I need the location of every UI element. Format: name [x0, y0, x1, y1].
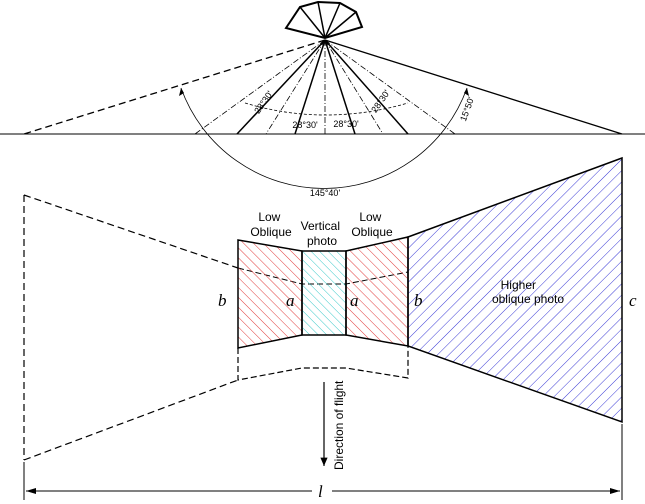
ground-coverage-view: Low Oblique Vertical photo Low Oblique H… — [23, 156, 637, 501]
camera-fan-view: 28°30' 28°30' 28°30' 28°30' 15°50' 145°4… — [0, 0, 645, 198]
edge-letter-c: c — [629, 291, 637, 310]
low-oblique-right-area — [345, 236, 409, 347]
edge-letter-a-left: a — [286, 291, 295, 310]
total-angle-label: 145°40' — [310, 188, 341, 198]
angle-label: 28°30' — [292, 120, 318, 130]
dashed-extension — [237, 346, 409, 381]
inner-angle-arc — [244, 102, 409, 116]
edge-letter-b-right: b — [414, 291, 423, 310]
flight-direction-label: Direction of flight — [332, 380, 346, 470]
length-label-l: l — [318, 482, 323, 501]
edge-letter-b-left: b — [218, 291, 227, 310]
angle-label: 28°30' — [369, 88, 392, 115]
left-oblique-dashed-area — [23, 194, 239, 461]
higher-oblique-label: Higher oblique photo — [492, 278, 564, 306]
low-oblique-right-label: Low Oblique — [351, 210, 393, 239]
vertical-photo-area — [301, 250, 347, 336]
angle-label: 15°50' — [458, 95, 476, 122]
angle-label: 28°30' — [333, 119, 359, 129]
vertical-photo-label: Vertical photo — [301, 219, 344, 248]
total-angle-arc — [180, 87, 468, 189]
low-oblique-left-label: Low Oblique — [250, 210, 292, 239]
angle-label: 28°30' — [252, 89, 275, 116]
edge-letter-a-right: a — [350, 291, 359, 310]
